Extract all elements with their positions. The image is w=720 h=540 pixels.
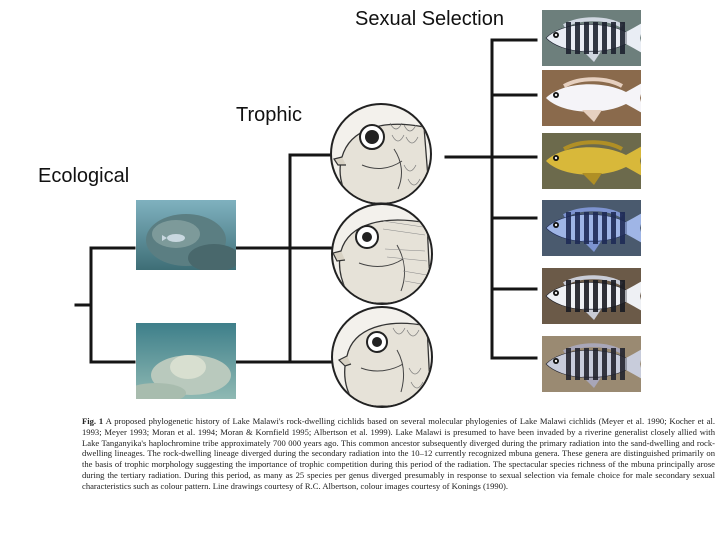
fish-photo-3 (542, 133, 641, 189)
tree-branch-ecological (74, 246, 136, 364)
eco-photo-rock (136, 200, 236, 270)
fish-photo-4 (542, 200, 641, 256)
figure-caption-text: A proposed phylogenetic history of Lake … (82, 416, 715, 491)
label-sexual-selection: Sexual Selection (355, 8, 504, 30)
label-ecological: Ecological (38, 165, 130, 187)
fish-photo-5 (542, 268, 641, 324)
fish-photo-6 (542, 336, 641, 392)
figure-caption-label: Fig. 1 (82, 416, 104, 426)
figure-caption: Fig. 1 A proposed phylogenetic history o… (82, 416, 715, 492)
trophic-sketch-3 (331, 306, 433, 408)
eco-photo-sand (136, 323, 236, 399)
tree-branch-trophic-lower (234, 246, 332, 364)
tree-branch-trophic-upper (234, 153, 332, 250)
fish-photo-2 (542, 70, 641, 126)
trophic-sketch-2 (331, 203, 433, 305)
fish-photo-1 (542, 10, 641, 66)
label-trophic: Trophic (236, 104, 302, 126)
trophic-sketch-1 (330, 103, 432, 205)
tree-branch-sexual (444, 38, 538, 360)
